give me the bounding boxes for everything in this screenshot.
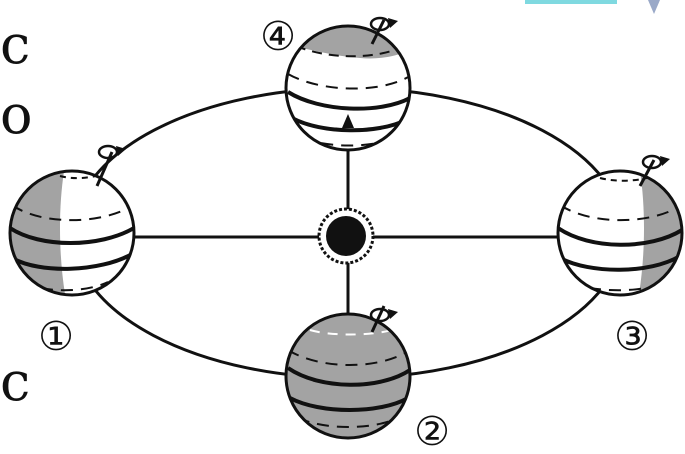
earth-position-2 bbox=[286, 306, 410, 438]
position-1-label: ① bbox=[38, 314, 74, 360]
rotation-arrow-icon bbox=[643, 156, 670, 168]
position-4-label: ④ bbox=[260, 14, 296, 60]
top-edge-accent bbox=[525, 0, 617, 4]
position-2-label: ② bbox=[414, 409, 450, 454]
rotation-arrow-icon bbox=[371, 18, 398, 30]
earth-position-1 bbox=[0, 146, 134, 300]
rotation-arrow-icon bbox=[371, 309, 398, 321]
earth-position-4 bbox=[280, 18, 420, 150]
rotation-arrow-icon bbox=[99, 146, 126, 158]
earth-position-3 bbox=[558, 156, 685, 300]
sun bbox=[319, 209, 373, 263]
top-edge-fragment bbox=[648, 0, 660, 14]
position-3-label: ③ bbox=[614, 314, 650, 360]
